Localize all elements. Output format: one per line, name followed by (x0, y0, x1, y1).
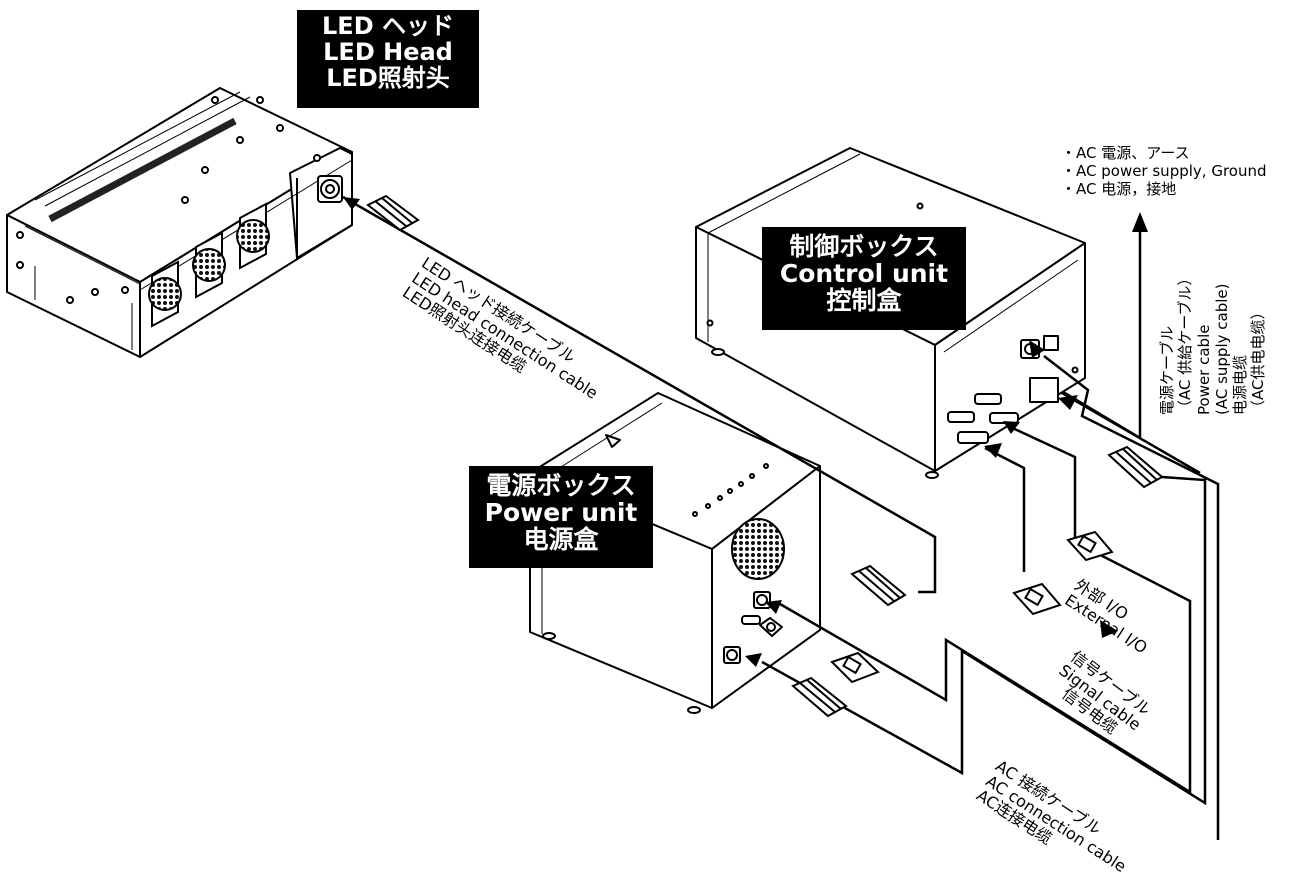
control-unit-label-line-3: 控制盒 (826, 286, 902, 315)
led-head-cable-plug (366, 194, 420, 232)
power-unit-label: 電源ボックス Power unit 电源盒 (469, 466, 653, 568)
ac-source-label: ・AC 電源、アース ・AC power supply, Ground ・AC … (1061, 144, 1267, 198)
power-cable-line-4: (AC supply cable) (1212, 283, 1231, 415)
led-head-label: LED ヘッド LED Head LED照射头 (297, 10, 479, 108)
ac-source-line-2: ・AC power supply, Ground (1061, 162, 1267, 180)
arrow-signal-ctrl (1003, 421, 1020, 434)
led-head-connector (317, 175, 343, 203)
arrow-ext-io (1100, 620, 1118, 638)
led-head-fan-2 (192, 231, 226, 299)
signal-plug-external (1012, 582, 1062, 616)
cable-arrowheads (343, 197, 1148, 667)
arrow-power-ac (745, 653, 762, 667)
connection-diagram (6, 87, 1220, 840)
led-head-fan-1 (148, 260, 182, 328)
arrow-ctrl-io (984, 443, 1002, 458)
power-unit-label-line-2: Power unit (484, 498, 638, 527)
control-unit-label-line-2: Control unit (779, 259, 949, 288)
power-unit-label-line-1: 電源ボックス (486, 471, 636, 500)
arrow-led-head (343, 197, 360, 210)
arrow-power-led (765, 600, 782, 614)
arrow-power-in (1029, 340, 1045, 358)
ac-cable-plug-power (791, 676, 848, 718)
control-unit-label-line-1: 制御ボックス (789, 232, 939, 261)
signal-plug-power (830, 651, 880, 684)
cable-plugs (366, 194, 1164, 718)
cable-lines (342, 195, 1220, 840)
power-led-cable-plug (850, 564, 907, 607)
led-head-label-line-2: LED Head (323, 37, 453, 66)
power-cable-plug (1107, 445, 1164, 489)
signal-plug-control (1066, 530, 1114, 562)
power-cable-label: 電源ケーブル （AC 供給ケーブル） Power cable (AC suppl… (1158, 271, 1268, 415)
power-cable-line-2: （AC 供給ケーブル） (1176, 270, 1195, 415)
power-cable-line-5: 电源电缆 (1231, 354, 1250, 415)
power-cable-line-6: （AC供电电缆） (1249, 304, 1268, 415)
power-unit-label-line-3: 电源盒 (523, 525, 599, 554)
led-head-label-line-3: LED照射头 (326, 63, 450, 92)
arrow-ctrl-ac (1058, 395, 1078, 410)
ac-source-line-1: ・AC 電源、アース (1061, 144, 1190, 162)
led-head-fan-3 (236, 202, 270, 270)
arrow-ac-source (1132, 212, 1148, 232)
power-cable-line-3: Power cable (1194, 324, 1213, 415)
led-head-unit (6, 87, 353, 358)
power-cable-line-1: 電源ケーブル (1158, 325, 1176, 415)
control-unit-label: 制御ボックス Control unit 控制盒 (762, 227, 966, 330)
ac-source-line-3: ・AC 电源，接地 (1061, 180, 1177, 198)
led-head-label-line-1: LED ヘッド (322, 12, 454, 40)
